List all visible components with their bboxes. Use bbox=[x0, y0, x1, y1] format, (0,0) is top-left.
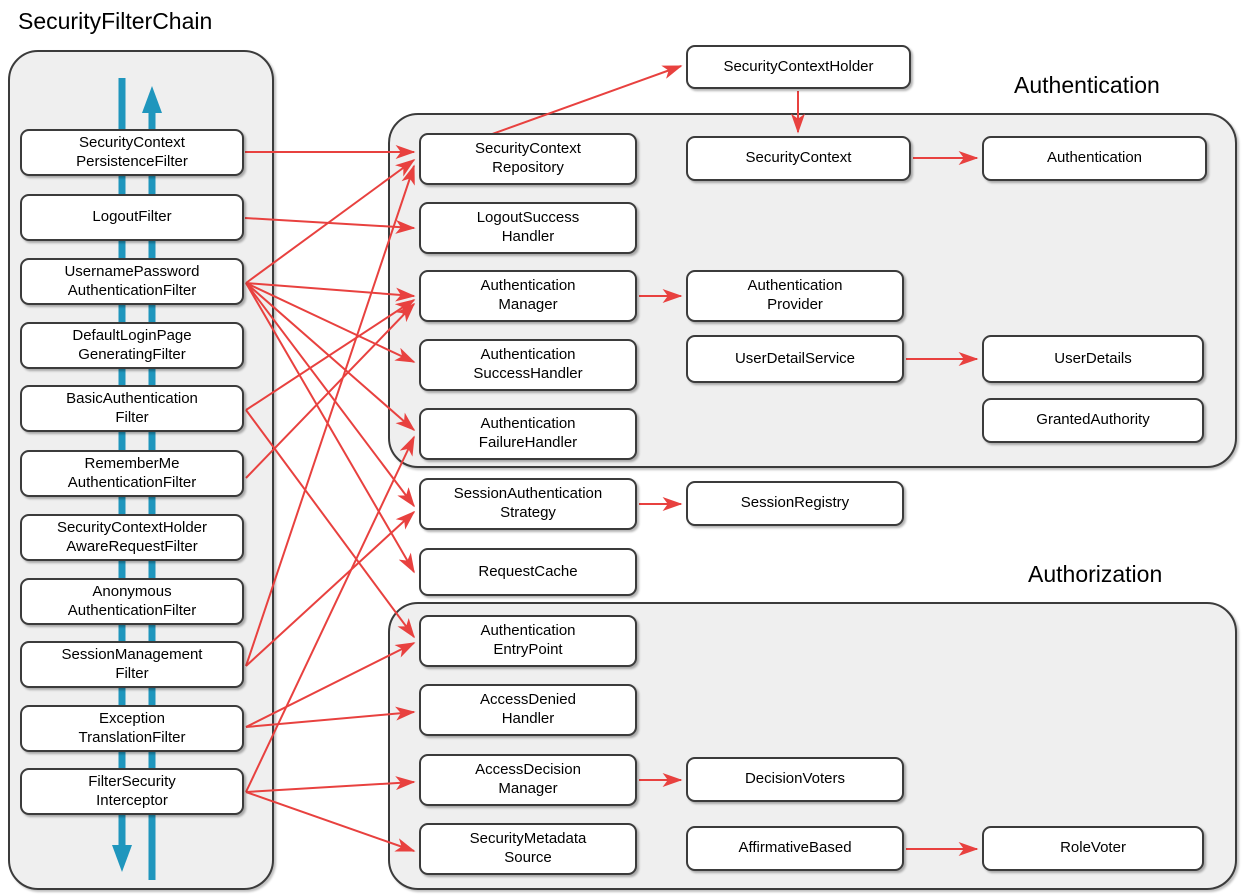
node-granted-authority[interactable]: GrantedAuthority bbox=[982, 398, 1204, 443]
node-session-registry[interactable]: SessionRegistry bbox=[686, 481, 904, 526]
node-security-context-repository[interactable]: SecurityContext Repository bbox=[419, 133, 637, 185]
node-exception-translation-filter[interactable]: Exception TranslationFilter bbox=[20, 705, 244, 752]
node-authentication[interactable]: Authentication bbox=[982, 136, 1207, 181]
node-user-details[interactable]: UserDetails bbox=[982, 335, 1204, 383]
node-filter-security-interceptor[interactable]: FilterSecurity Interceptor bbox=[20, 768, 244, 815]
node-security-context-holder[interactable]: SecurityContextHolder bbox=[686, 45, 911, 89]
filter-chain-title: SecurityFilterChain bbox=[18, 8, 213, 34]
node-username-password-authentication-filter[interactable]: UsernamePassword AuthenticationFilter bbox=[20, 258, 244, 305]
node-role-voter[interactable]: RoleVoter bbox=[982, 826, 1204, 871]
node-decision-voters[interactable]: DecisionVoters bbox=[686, 757, 904, 802]
node-authentication-failure-handler[interactable]: Authentication FailureHandler bbox=[419, 408, 637, 460]
node-authentication-manager[interactable]: Authentication Manager bbox=[419, 270, 637, 322]
node-session-management-filter[interactable]: SessionManagement Filter bbox=[20, 641, 244, 688]
authorization-title: Authorization bbox=[1028, 561, 1163, 587]
node-authentication-entry-point[interactable]: Authentication EntryPoint bbox=[419, 615, 637, 667]
node-basic-authentication-filter[interactable]: BasicAuthentication Filter bbox=[20, 385, 244, 432]
node-remember-me-authentication-filter[interactable]: RememberMe AuthenticationFilter bbox=[20, 450, 244, 497]
node-logout-success-handler[interactable]: LogoutSuccess Handler bbox=[419, 202, 637, 254]
node-default-login-page-generating-filter[interactable]: DefaultLoginPage GeneratingFilter bbox=[20, 322, 244, 369]
node-security-context-holder-aware-request-filter[interactable]: SecurityContextHolder AwareRequestFilter bbox=[20, 514, 244, 561]
authentication-title: Authentication bbox=[1014, 72, 1160, 98]
node-request-cache[interactable]: RequestCache bbox=[419, 548, 637, 596]
node-security-metadata-source[interactable]: SecurityMetadata Source bbox=[419, 823, 637, 875]
node-authentication-provider[interactable]: Authentication Provider bbox=[686, 270, 904, 322]
node-access-denied-handler[interactable]: AccessDenied Handler bbox=[419, 684, 637, 736]
node-authentication-success-handler[interactable]: Authentication SuccessHandler bbox=[419, 339, 637, 391]
node-affirmative-based[interactable]: AffirmativeBased bbox=[686, 826, 904, 871]
node-security-context[interactable]: SecurityContext bbox=[686, 136, 911, 181]
node-logout-filter[interactable]: LogoutFilter bbox=[20, 194, 244, 241]
node-access-decision-manager[interactable]: AccessDecision Manager bbox=[419, 754, 637, 806]
node-anonymous-authentication-filter[interactable]: Anonymous AuthenticationFilter bbox=[20, 578, 244, 625]
node-security-context-persistence-filter[interactable]: SecurityContext PersistenceFilter bbox=[20, 129, 244, 176]
node-user-detail-service[interactable]: UserDetailService bbox=[686, 335, 904, 383]
node-session-authentication-strategy[interactable]: SessionAuthentication Strategy bbox=[419, 478, 637, 530]
